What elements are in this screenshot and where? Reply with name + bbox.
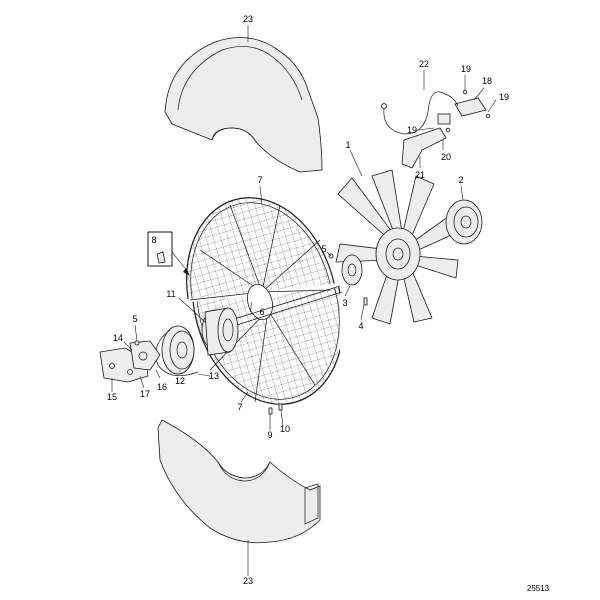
callout-8: 8: [151, 235, 156, 245]
sensor-bracket: [401, 97, 487, 169]
bolt-19-c: [445, 127, 451, 133]
lower-fan-shroud: [157, 419, 321, 544]
grille-spokes: [189, 204, 331, 403]
grille-hub: [247, 283, 273, 321]
callout-5-upper: 5: [321, 244, 326, 254]
cable-connector: [381, 103, 387, 109]
upper-fan-shroud: [164, 37, 323, 173]
bolt-9: [268, 407, 273, 415]
callout-20: 20: [441, 152, 451, 162]
callout-15: 15: [107, 392, 117, 402]
callout-17: 17: [140, 389, 150, 399]
callout-22: 22: [419, 59, 429, 69]
drive-belt: [155, 329, 199, 377]
callout-10: 10: [280, 424, 290, 434]
drive-pulley: [161, 325, 195, 375]
callout-12: 12: [175, 376, 185, 386]
callout-14: 14: [113, 333, 123, 343]
figure-number: 25513: [527, 584, 550, 593]
sensor-cable: [383, 91, 459, 135]
callout-4: 4: [358, 321, 363, 331]
callout-3: 3: [342, 298, 347, 308]
callout-19-c: 19: [407, 125, 417, 135]
callout-6: 6: [259, 307, 264, 317]
fan-ring-spacer: [201, 307, 239, 356]
callout-23-bottom: 23: [243, 576, 253, 586]
bolt-19-a: [462, 89, 468, 95]
callout-5-lower: 5: [132, 314, 137, 324]
callout-9: 9: [267, 430, 272, 440]
callout-2: 2: [458, 175, 463, 185]
cooling-fan: [335, 169, 459, 325]
drive-shaft: [224, 285, 343, 329]
bolt-5-lower: [134, 340, 140, 346]
fan-hub-flange: [341, 254, 363, 286]
callout-23-top: 23: [243, 14, 253, 24]
viscous-coupling: [445, 199, 483, 245]
callout-11: 11: [166, 289, 175, 299]
kit-box: [147, 231, 190, 276]
leader-lines: [111, 25, 497, 576]
callout-13: 13: [209, 371, 219, 381]
callout-18: 18: [482, 76, 492, 86]
callout-1: 1: [345, 140, 350, 150]
callout-19-a: 19: [461, 64, 471, 74]
bolt-10: [278, 403, 283, 411]
callout-21: 21: [415, 170, 425, 180]
screw-4: [363, 297, 368, 306]
callout-16: 16: [157, 382, 167, 392]
callout-7-top: 7: [257, 175, 262, 185]
callout-labels: 23 22 19 18 19 19 20 21 1 2 7 8 5 3 4 11…: [107, 14, 509, 586]
callout-7-bottom: 7: [237, 402, 242, 412]
bolt-19-b: [485, 113, 491, 119]
callout-19-b: 19: [499, 92, 509, 102]
tensioner-bracket: [99, 340, 161, 383]
